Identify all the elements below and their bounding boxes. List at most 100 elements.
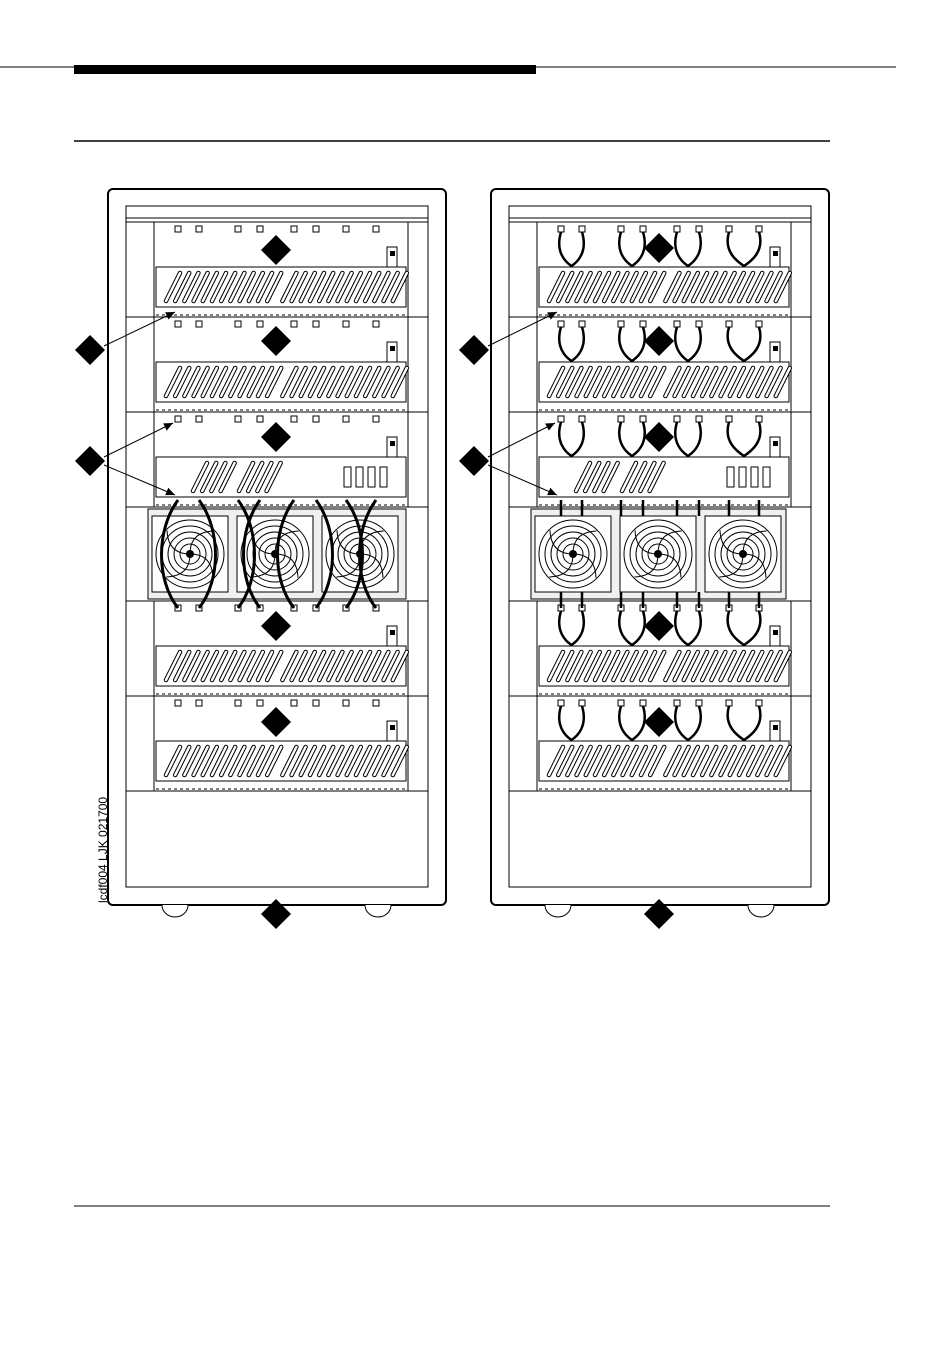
connector-tab bbox=[291, 321, 297, 327]
connector-tab bbox=[196, 416, 202, 422]
connector-tab bbox=[618, 226, 624, 232]
connector-tab bbox=[196, 700, 202, 706]
callout-diamond bbox=[75, 446, 105, 476]
connector-tab bbox=[618, 700, 624, 706]
connector-tab bbox=[313, 700, 319, 706]
connector-tab bbox=[175, 416, 181, 422]
fuse-module bbox=[356, 467, 363, 487]
connector-tab bbox=[196, 321, 202, 327]
callout-diamond bbox=[75, 335, 105, 365]
carrier-switch bbox=[387, 626, 397, 646]
connector-tab bbox=[618, 321, 624, 327]
connector-tab bbox=[579, 226, 585, 232]
connector-tab bbox=[579, 321, 585, 327]
connector-tab bbox=[291, 700, 297, 706]
connector-tab bbox=[291, 226, 297, 232]
connector-tab bbox=[175, 321, 181, 327]
connector-tab bbox=[756, 416, 762, 422]
carrier-switch-led bbox=[773, 441, 778, 446]
connector-tab bbox=[640, 226, 646, 232]
connector-tab bbox=[313, 226, 319, 232]
fan-unit bbox=[148, 500, 406, 608]
callout-diamond bbox=[459, 446, 489, 476]
carrier-switch-led bbox=[773, 725, 778, 730]
connector-tab bbox=[235, 700, 241, 706]
figure-code-label: lcdf004 LJK 021700 bbox=[96, 797, 110, 903]
connector-tab bbox=[696, 226, 702, 232]
connector-tab bbox=[235, 226, 241, 232]
connector-tab bbox=[257, 700, 263, 706]
connector-tab bbox=[579, 416, 585, 422]
connector-tab bbox=[756, 321, 762, 327]
fuse-module bbox=[727, 467, 734, 487]
connector-tab bbox=[558, 321, 564, 327]
connector-tab bbox=[726, 416, 732, 422]
carrier-switch bbox=[387, 247, 397, 267]
connector-tab bbox=[696, 321, 702, 327]
fan-icon bbox=[620, 516, 696, 592]
carrier-switch-led bbox=[773, 630, 778, 635]
connector-tab bbox=[558, 226, 564, 232]
carrier-switch bbox=[770, 247, 780, 267]
connector-tab bbox=[726, 700, 732, 706]
connector-tab bbox=[235, 321, 241, 327]
connector-tab bbox=[235, 416, 241, 422]
carrier-switch-led bbox=[390, 441, 395, 446]
connector-tab bbox=[196, 226, 202, 232]
right-cabinet bbox=[491, 189, 829, 917]
fan-icon bbox=[705, 516, 781, 592]
carrier-switch bbox=[387, 342, 397, 362]
connector-tab bbox=[640, 700, 646, 706]
connector-tab bbox=[257, 226, 263, 232]
callout-diamond bbox=[459, 335, 489, 365]
connector-tab bbox=[175, 700, 181, 706]
connector-tab bbox=[343, 700, 349, 706]
carrier-switch bbox=[387, 721, 397, 741]
connector-tab bbox=[579, 700, 585, 706]
carrier-switch bbox=[770, 342, 780, 362]
connector-tab bbox=[726, 321, 732, 327]
caster bbox=[748, 905, 774, 917]
fuse-module bbox=[751, 467, 758, 487]
caster bbox=[545, 905, 571, 917]
caster bbox=[365, 905, 391, 917]
connector-tab bbox=[726, 226, 732, 232]
connector-tab bbox=[674, 700, 680, 706]
connector-tab bbox=[373, 321, 379, 327]
connector-tab bbox=[756, 226, 762, 232]
fuse-module bbox=[380, 467, 387, 487]
carrier-switch-led bbox=[390, 630, 395, 635]
carrier-switch bbox=[387, 437, 397, 457]
carrier-switch bbox=[770, 721, 780, 741]
fan-icon bbox=[535, 516, 611, 592]
caster bbox=[162, 905, 188, 917]
carrier-switch bbox=[770, 626, 780, 646]
connector-tab bbox=[640, 321, 646, 327]
connector-tab bbox=[696, 700, 702, 706]
left-cabinet bbox=[108, 189, 446, 917]
connector-tab bbox=[175, 226, 181, 232]
fan-unit bbox=[531, 500, 786, 608]
fuse-module bbox=[739, 467, 746, 487]
carrier-switch-led bbox=[390, 725, 395, 730]
connector-tab bbox=[674, 321, 680, 327]
connector-tab bbox=[373, 226, 379, 232]
connector-tab bbox=[756, 700, 762, 706]
connector-tab bbox=[257, 321, 263, 327]
connector-tab bbox=[257, 416, 263, 422]
connector-tab bbox=[343, 321, 349, 327]
connector-tab bbox=[696, 416, 702, 422]
connector-tab bbox=[313, 321, 319, 327]
carrier-switch-led bbox=[773, 346, 778, 351]
connector-tab bbox=[618, 416, 624, 422]
carrier-switch-led bbox=[390, 251, 395, 256]
header-thick-bar bbox=[74, 65, 536, 74]
connector-tab bbox=[373, 700, 379, 706]
carrier-switch-led bbox=[773, 251, 778, 256]
connector-tab bbox=[674, 226, 680, 232]
connector-tab bbox=[558, 416, 564, 422]
connector-tab bbox=[640, 416, 646, 422]
connector-tab bbox=[558, 700, 564, 706]
